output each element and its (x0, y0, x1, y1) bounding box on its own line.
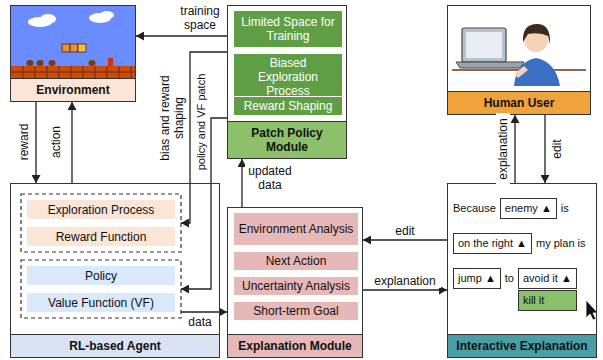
game-screen (27, 60, 34, 66)
box-label: Short-term Goal (253, 304, 338, 318)
patch-module: Patch Policy Module Limited Space for Tra… (227, 5, 347, 159)
agent-part: Exploration Process (26, 199, 176, 220)
connector-arrow (181, 311, 227, 312)
game-screen (40, 14, 56, 24)
edge-label: data (183, 315, 217, 329)
module-title: Explanation Module (228, 334, 362, 357)
dashed-group (21, 260, 181, 318)
edge-label: policy and VF patch (194, 64, 208, 180)
edge-label: training space (174, 4, 226, 32)
interactive-module: Because is my plan is toInteractive Explana… (447, 183, 597, 358)
explanation-part: Environment Analysis (233, 212, 359, 246)
dropdown-box: jump ▲ (453, 268, 501, 289)
game-screen (89, 60, 96, 66)
sentence-word: my plan is (536, 237, 586, 250)
user-at-laptop (456, 62, 524, 68)
dropdown-box: on the right ▲ (453, 233, 532, 254)
user-at-laptop (514, 58, 560, 86)
connector-arrow (71, 102, 72, 183)
sentence-word: Because (453, 202, 496, 215)
game-screen (100, 11, 114, 19)
game-screen (49, 60, 56, 66)
game-screen (70, 44, 78, 52)
dropdown-box: enemy ▲ (500, 198, 557, 219)
box-label: on the right ▲ (458, 237, 527, 249)
explanation-module: Explanation Module Environment AnalysisNe… (227, 207, 363, 358)
sentence-word: is (561, 202, 569, 215)
user-at-laptop (514, 66, 528, 78)
box-label: Reward Shaping (244, 99, 333, 113)
explanation-part: Uncertainty Analysis (233, 276, 359, 296)
module-title: Environment (11, 78, 135, 101)
edge-label: edit (550, 129, 564, 169)
edge-label: updated data (245, 164, 295, 192)
dropdown-option: kill it (518, 290, 577, 311)
game-screen (11, 66, 135, 78)
agent-part: Reward Function (26, 226, 176, 247)
game-screen (11, 6, 135, 78)
explanation-part: Short-term Goal (233, 301, 359, 321)
user-at-laptop (462, 28, 506, 62)
connector-arrow (136, 35, 227, 36)
connector-arrow (363, 289, 447, 290)
game-screen (108, 58, 113, 66)
patch-step: Biased Exploration Process (233, 53, 343, 101)
module-title: Human User (448, 91, 590, 114)
module-title: RL-based Agent (11, 334, 219, 357)
box-label: enemy ▲ (505, 202, 552, 214)
connector-arrow (241, 159, 242, 207)
connector-arrow (363, 239, 447, 240)
box-label: avoid it ▲ (523, 272, 572, 284)
agent-part: Policy (26, 265, 176, 286)
edge-label: explanation (496, 113, 510, 185)
box-label: Limited Space for Training (238, 15, 338, 43)
connector-arrow (181, 52, 227, 223)
box-label: Uncertainty Analysis (242, 279, 350, 293)
box-label: Exploration Process (48, 203, 155, 217)
edge-label: explanation (369, 274, 441, 288)
edge-label: bias and reward shaping (158, 59, 186, 177)
patch-step: Limited Space for Training (233, 10, 343, 48)
explanation-part: Next Action (233, 251, 359, 271)
box-label: Reward Function (56, 230, 147, 244)
game-screen (78, 44, 86, 52)
box-label: Policy (85, 269, 117, 283)
connector-arrow (544, 115, 545, 183)
box-label: Value Function (VF) (48, 296, 154, 310)
human-box: Human User (447, 5, 591, 115)
dropdown-box: avoid it ▲ (518, 268, 577, 289)
game-screen (11, 66, 135, 78)
edge-label: reward (17, 112, 31, 172)
agent-module: RL-based Agent Exploration ProcessReward … (10, 183, 220, 358)
user-at-laptop (452, 24, 586, 86)
box-label: kill it (523, 294, 544, 306)
game-screen (62, 44, 70, 52)
module-title: Interactive Explanation (448, 334, 596, 357)
user-at-laptop (466, 32, 502, 58)
connector-arrow (35, 102, 36, 183)
environment-box: Environment (10, 5, 136, 102)
dashed-group (21, 194, 181, 252)
module-title: Patch Policy Module (228, 121, 346, 158)
box-label: jump ▲ (458, 272, 496, 284)
connector-arrow (514, 115, 515, 183)
patch-step: Reward Shaping (233, 96, 343, 116)
game-screen (11, 6, 135, 78)
agent-part: Value Function (VF) (26, 292, 176, 313)
box-label: Environment Analysis (239, 222, 354, 236)
edge-label: edit (390, 224, 420, 238)
sentence-word: to (505, 272, 514, 285)
box-label: Next Action (266, 254, 327, 268)
edge-label: action (49, 112, 63, 172)
game-screen (37, 60, 44, 66)
box-label: Biased Exploration Process (238, 56, 338, 98)
user-at-laptop (523, 24, 550, 44)
